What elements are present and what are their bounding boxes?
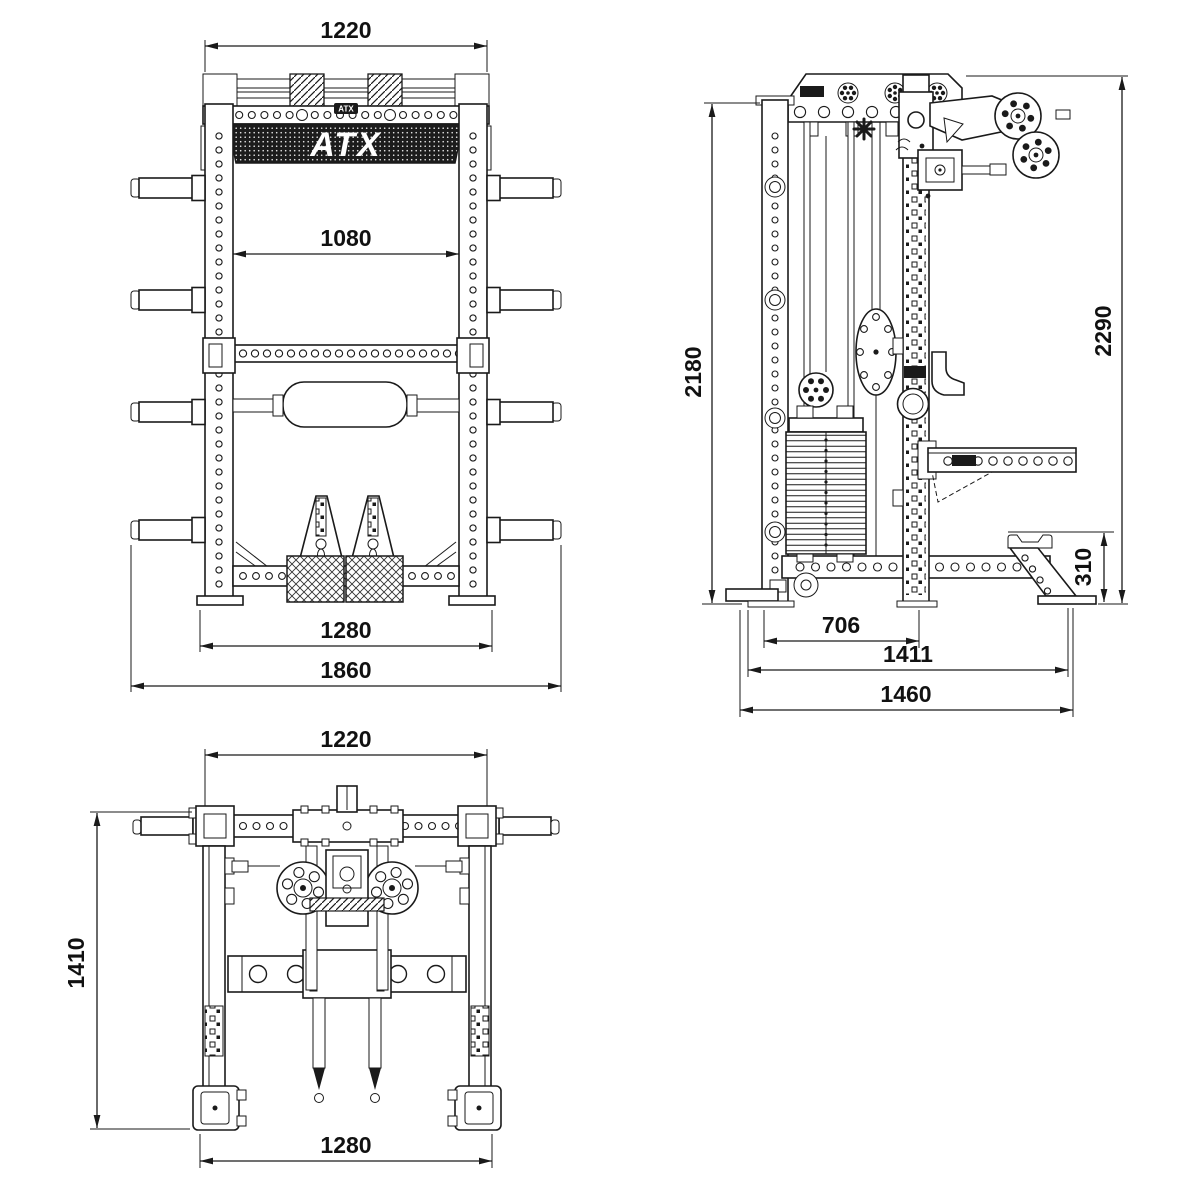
top-dim-overall-depth-value: 1410 [63, 937, 89, 988]
front-dim-overall-width-value: 1860 [320, 657, 371, 683]
adjustment-knob [852, 117, 876, 141]
weight-horn [130, 516, 206, 544]
front-dim-inner-width: 1080 [233, 225, 459, 258]
front-top-beam: ATX [202, 103, 490, 125]
beam-sticker [334, 103, 358, 114]
sticker [904, 366, 926, 378]
plan-cable-arms [231, 860, 463, 873]
side-feet [725, 588, 938, 608]
weight-horn [486, 174, 562, 202]
atx-logo: ATX [309, 126, 382, 164]
side-dim-frame-depth-value: 1411 [883, 641, 933, 667]
lever-arm-assembly [852, 91, 1071, 199]
top-dim-overall-depth: 1410 [63, 811, 192, 1130]
side-dim-frame-height: 2180 [680, 102, 760, 605]
diamond-plate-right [345, 555, 404, 603]
top-dim-base-width-value: 1280 [320, 1132, 371, 1158]
side-dim-base-depth-value: 706 [822, 612, 860, 638]
foot-roller [793, 572, 819, 598]
front-base [196, 541, 496, 606]
pulley-towers [297, 495, 397, 563]
cable-pulley-plate [855, 308, 897, 396]
front-left-foot [196, 595, 244, 606]
plan-left-leg [202, 845, 235, 1089]
j-hook [931, 351, 965, 396]
plan-trolley [309, 849, 385, 927]
plan-rail-right [376, 845, 389, 991]
weight-stack [769, 405, 867, 598]
rear-foot-support [1007, 534, 1097, 605]
grip-block-right [367, 73, 403, 108]
side-dim-overall-height-value: 2290 [1090, 305, 1116, 356]
top-dim-base-width: 1280 [199, 1132, 493, 1168]
diamond-plate-left [286, 555, 345, 603]
spotter-arm [917, 440, 1077, 503]
plan-mid-crossmember [227, 949, 467, 999]
pullup-bar-assembly [202, 73, 490, 122]
side-dim-rear-foot-height-value: 310 [1070, 548, 1096, 586]
side-dim-frame-height-value: 2180 [680, 346, 706, 397]
plan-center-plate [292, 785, 404, 847]
side-dim-overall-depth-value: 1460 [880, 681, 931, 707]
atx-logo-panel: ATX [227, 123, 464, 164]
plan-left-upright [188, 805, 235, 847]
front-dim-overall-width: 1860 [130, 545, 562, 692]
weight-horns [130, 174, 562, 544]
plan-right-upright [457, 805, 504, 847]
beam-sticker-label: ATX [338, 105, 354, 114]
grip-block-left [289, 73, 325, 108]
plan-rail-left [305, 845, 318, 991]
weight-horn [486, 398, 562, 426]
side-dim-overall-depth: 1460 [739, 608, 1074, 717]
weight-horn [130, 398, 206, 426]
front-dim-base-width-value: 1280 [320, 617, 371, 643]
stack-pulley [798, 372, 834, 408]
side-dim-frame-depth: 1411 [747, 608, 1069, 677]
roller-pad [232, 381, 460, 428]
plan-lower-tracks [312, 997, 382, 1103]
front-dim-inner-width-value: 1080 [320, 225, 371, 251]
front-dim-top-width-value: 1220 [320, 17, 371, 43]
front-view: 1220 ATX ATX [130, 17, 562, 692]
sticker [800, 86, 824, 97]
sticker [952, 455, 976, 466]
front-dim-top-width: 1220 [204, 17, 488, 72]
side-view: 2180 2290 310 706 1411 [680, 73, 1128, 717]
rear-crossmember [202, 337, 490, 374]
side-dim-base-depth: 706 [763, 610, 920, 648]
weight-horn [486, 286, 562, 314]
front-right-foot [448, 595, 496, 606]
weight-horn [486, 516, 562, 544]
weight-horn [130, 174, 206, 202]
side-dim-overall-height: 2290 [966, 75, 1128, 605]
top-dim-top-width-value: 1220 [320, 726, 371, 752]
plan-right-foot [447, 1085, 502, 1131]
side-left-upright [755, 95, 795, 604]
weight-horn [130, 286, 206, 314]
top-view: 1220 [63, 726, 560, 1168]
top-dim-top-width: 1220 [204, 726, 488, 810]
plan-left-foot [192, 1085, 247, 1131]
front-dim-base-width: 1280 [199, 610, 493, 652]
barbell-ring [896, 387, 930, 421]
side-dim-rear-foot-height: 310 [1008, 531, 1114, 602]
